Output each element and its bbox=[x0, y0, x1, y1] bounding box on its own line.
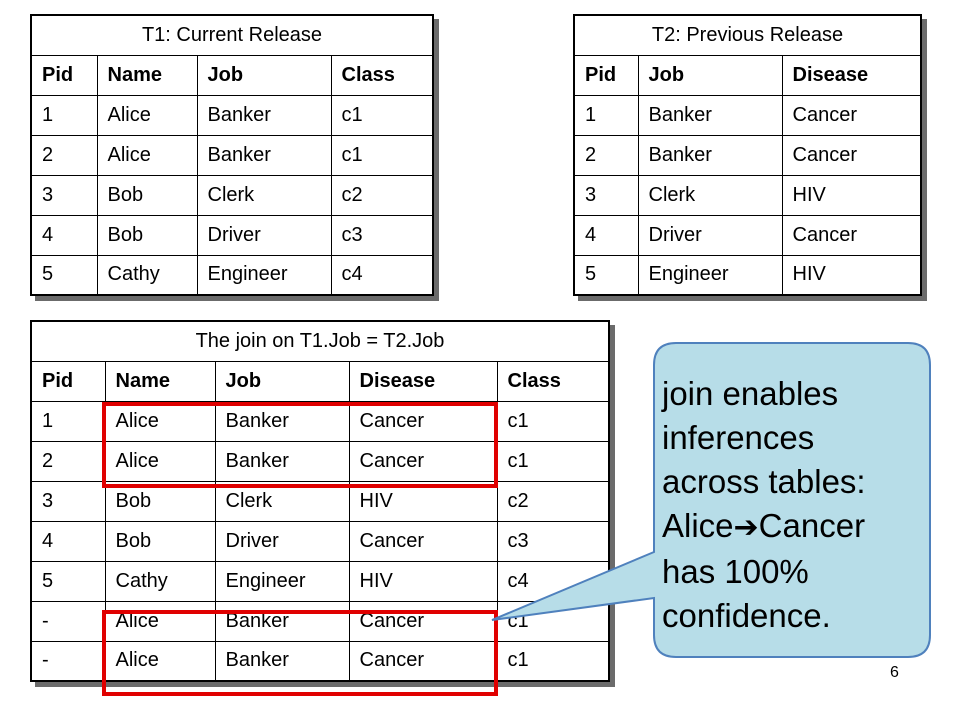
table-row: 5 Cathy Engineer c4 bbox=[30, 254, 434, 296]
cell: Bob bbox=[96, 214, 198, 256]
callout-text-cancer: Cancer bbox=[758, 507, 866, 544]
table-row: - Alice Banker Cancer c1 bbox=[30, 600, 610, 642]
table-t1: T1: Current Release Pid Name Job Class 1… bbox=[30, 14, 434, 296]
cell: Alice bbox=[104, 440, 216, 482]
callout-line: inferences bbox=[662, 419, 815, 456]
cell: c3 bbox=[496, 520, 610, 562]
cell: Bob bbox=[96, 174, 198, 216]
column-header: Pid bbox=[573, 54, 639, 96]
table-row: 1 Alice Banker c1 bbox=[30, 94, 434, 136]
cell: Cathy bbox=[104, 560, 216, 602]
table-row: 3 Bob Clerk HIV c2 bbox=[30, 480, 610, 522]
table-join: The join on T1.Job = T2.Job Pid Name Job… bbox=[30, 320, 610, 682]
table-caption: The join on T1.Job = T2.Job bbox=[30, 320, 610, 362]
cell: c2 bbox=[496, 480, 610, 522]
cell: Banker bbox=[214, 600, 350, 642]
cell: 5 bbox=[573, 254, 639, 296]
cell: Engineer bbox=[214, 560, 350, 602]
cell: 3 bbox=[573, 174, 639, 216]
table-row: 1 Alice Banker Cancer c1 bbox=[30, 400, 610, 442]
cell: - bbox=[30, 600, 106, 642]
cell: 5 bbox=[30, 560, 106, 602]
cell: Banker bbox=[214, 400, 350, 442]
cell: 2 bbox=[30, 134, 98, 176]
cell: 4 bbox=[30, 520, 106, 562]
column-header: Disease bbox=[348, 360, 498, 402]
cell: c1 bbox=[330, 94, 434, 136]
cell: c1 bbox=[496, 440, 610, 482]
cell: Driver bbox=[637, 214, 783, 256]
cell: 2 bbox=[573, 134, 639, 176]
column-header: Job bbox=[637, 54, 783, 96]
cell: 5 bbox=[30, 254, 98, 296]
cell: 1 bbox=[30, 400, 106, 442]
callout-shape bbox=[491, 342, 931, 658]
cell: Engineer bbox=[196, 254, 332, 296]
cell: Clerk bbox=[196, 174, 332, 216]
cell: 3 bbox=[30, 174, 98, 216]
table-row: 3 Bob Clerk c2 bbox=[30, 174, 434, 216]
cell: HIV bbox=[348, 560, 498, 602]
cell: Alice bbox=[104, 640, 216, 682]
slide-number: 6 bbox=[890, 664, 899, 681]
cell: 3 bbox=[30, 480, 106, 522]
column-header: Class bbox=[496, 360, 610, 402]
table-t2: T2: Previous Release Pid Job Disease 1 B… bbox=[573, 14, 922, 296]
table-row: - Alice Banker Cancer c1 bbox=[30, 640, 610, 682]
cell: HIV bbox=[781, 174, 922, 216]
callout-line: Alice➔Cancer bbox=[662, 504, 932, 550]
cell: 1 bbox=[30, 94, 98, 136]
cell: Cancer bbox=[781, 214, 922, 256]
cell: Cancer bbox=[348, 400, 498, 442]
cell: 2 bbox=[30, 440, 106, 482]
column-header: Pid bbox=[30, 360, 106, 402]
highlight-box-bottom bbox=[102, 610, 498, 696]
table-row: 4 Bob Driver Cancer c3 bbox=[30, 520, 610, 562]
cell: c1 bbox=[496, 640, 610, 682]
cell: Alice bbox=[96, 94, 198, 136]
table-row: 2 Banker Cancer bbox=[573, 134, 922, 176]
cell: Cancer bbox=[781, 134, 922, 176]
callout-line: across tables: bbox=[662, 463, 866, 500]
cell: 1 bbox=[573, 94, 639, 136]
cell: Banker bbox=[637, 94, 783, 136]
cell: c4 bbox=[330, 254, 434, 296]
cell: HIV bbox=[781, 254, 922, 296]
table-row: 4 Driver Cancer bbox=[573, 214, 922, 256]
cell: Banker bbox=[637, 134, 783, 176]
cell: c1 bbox=[496, 400, 610, 442]
table-row: 5 Engineer HIV bbox=[573, 254, 922, 296]
callout-text: join enables inferences across tables: A… bbox=[662, 372, 932, 638]
cell: Driver bbox=[214, 520, 350, 562]
cell: Driver bbox=[196, 214, 332, 256]
column-header: Name bbox=[104, 360, 216, 402]
cell: c3 bbox=[330, 214, 434, 256]
cell: Banker bbox=[214, 440, 350, 482]
cell: Cancer bbox=[348, 640, 498, 682]
highlight-box-top bbox=[102, 402, 498, 488]
callout-line: join enables bbox=[662, 375, 839, 412]
cell: 4 bbox=[573, 214, 639, 256]
cell: Alice bbox=[96, 134, 198, 176]
cell: Alice bbox=[104, 600, 216, 642]
cell: Cathy bbox=[96, 254, 198, 296]
callout-line: confidence. bbox=[662, 597, 831, 634]
callout-line: has 100% bbox=[662, 553, 809, 590]
callout-text-alice: Alice bbox=[662, 507, 734, 544]
right-arrow-icon: ➔ bbox=[733, 510, 759, 545]
cell: Banker bbox=[196, 134, 332, 176]
table-row: 2 Alice Banker Cancer c1 bbox=[30, 440, 610, 482]
table-row: 5 Cathy Engineer HIV c4 bbox=[30, 560, 610, 602]
cell: c2 bbox=[330, 174, 434, 216]
column-header: Class bbox=[330, 54, 434, 96]
column-header: Name bbox=[96, 54, 198, 96]
table-caption: T2: Previous Release bbox=[573, 14, 922, 56]
